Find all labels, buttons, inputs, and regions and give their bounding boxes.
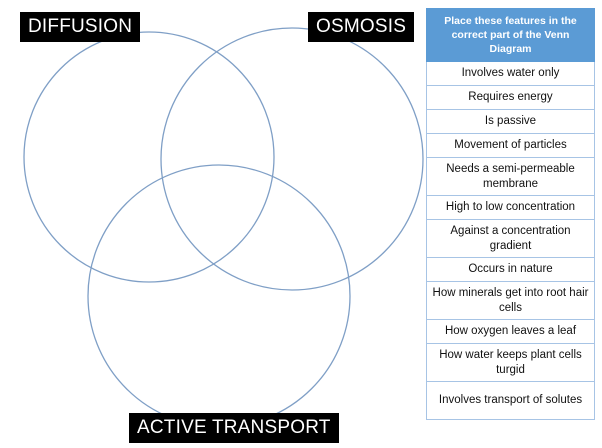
feature-semi-permeable-membrane[interactable]: Needs a semi-permeable membrane — [426, 157, 595, 196]
table-header: Place these features in the correct part… — [426, 8, 595, 62]
feature-oxygen-leaves-leaf[interactable]: How oxygen leaves a leaf — [426, 319, 595, 344]
table-row: Involves water only — [426, 61, 595, 86]
feature-occurs-in-nature[interactable]: Occurs in nature — [426, 257, 595, 282]
active-transport-circle — [87, 164, 351, 428]
table-row: Needs a semi-permeable membrane — [426, 157, 595, 196]
table-row: How water keeps plant cells turgid — [426, 343, 595, 382]
table-row: Involves transport of solutes — [426, 381, 595, 420]
feature-water-keeps-cells-turgid[interactable]: How water keeps plant cells turgid — [426, 343, 595, 382]
features-table: Place these features in the correct part… — [426, 8, 595, 420]
table-row: How oxygen leaves a leaf — [426, 319, 595, 344]
table-row: High to low concentration — [426, 195, 595, 220]
feature-requires-energy[interactable]: Requires energy — [426, 85, 595, 110]
osmosis-label: OSMOSIS — [308, 12, 415, 42]
diffusion-label: DIFFUSION — [20, 12, 141, 42]
active-transport-label: ACTIVE TRANSPORT — [129, 413, 339, 443]
table-row: Movement of particles — [426, 133, 595, 158]
feature-transport-of-solutes[interactable]: Involves transport of solutes — [426, 381, 595, 420]
table-row: Against a concentration gradient — [426, 219, 595, 258]
table-row: How minerals get into root hair cells — [426, 281, 595, 320]
feature-movement-of-particles[interactable]: Movement of particles — [426, 133, 595, 158]
feature-against-concentration-gradient[interactable]: Against a concentration gradient — [426, 219, 595, 258]
diffusion-circle — [23, 31, 275, 283]
table-row: Requires energy — [426, 85, 595, 110]
osmosis-circle — [160, 27, 424, 291]
table-header-row: Place these features in the correct part… — [426, 8, 595, 62]
table-row: Occurs in nature — [426, 257, 595, 282]
feature-high-to-low-concentration[interactable]: High to low concentration — [426, 195, 595, 220]
feature-is-passive[interactable]: Is passive — [426, 109, 595, 134]
table-row: Is passive — [426, 109, 595, 134]
feature-involves-water-only[interactable]: Involves water only — [426, 61, 595, 86]
feature-minerals-root-hair-cells[interactable]: How minerals get into root hair cells — [426, 281, 595, 320]
